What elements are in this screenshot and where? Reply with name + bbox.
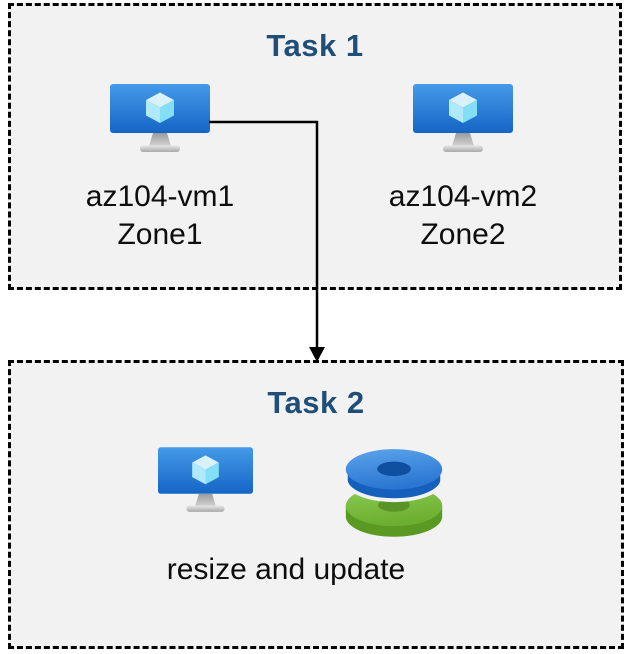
task2-caption: resize and update xyxy=(166,553,406,586)
vm-name: az104-vm2 xyxy=(388,180,538,213)
managed-disks-icon xyxy=(343,447,445,537)
task2-title: Task 2 xyxy=(267,385,365,420)
vm-zone: Zone1 xyxy=(117,218,203,251)
disk-blue xyxy=(343,447,445,503)
vm-label: az104-vm1 Zone1 xyxy=(86,178,234,254)
vm-label: az104-vm2 Zone2 xyxy=(389,178,537,254)
virtual-machine-icon xyxy=(413,84,513,152)
task1-box: Task 1 az104-vm1 Zone1 xyxy=(8,3,622,290)
task2-box: Task 2 resize and update xyxy=(8,360,624,649)
vm-zone: Zone2 xyxy=(420,218,506,251)
vm-name: az104-vm1 xyxy=(85,180,235,213)
task1-title: Task 1 xyxy=(266,28,364,63)
virtual-machine-icon xyxy=(158,447,253,512)
vm-group-az104-vm2: az104-vm2 Zone2 xyxy=(363,84,563,254)
virtual-machine-icon xyxy=(110,84,210,152)
vm-group-az104-vm1: az104-vm1 Zone1 xyxy=(60,84,260,254)
